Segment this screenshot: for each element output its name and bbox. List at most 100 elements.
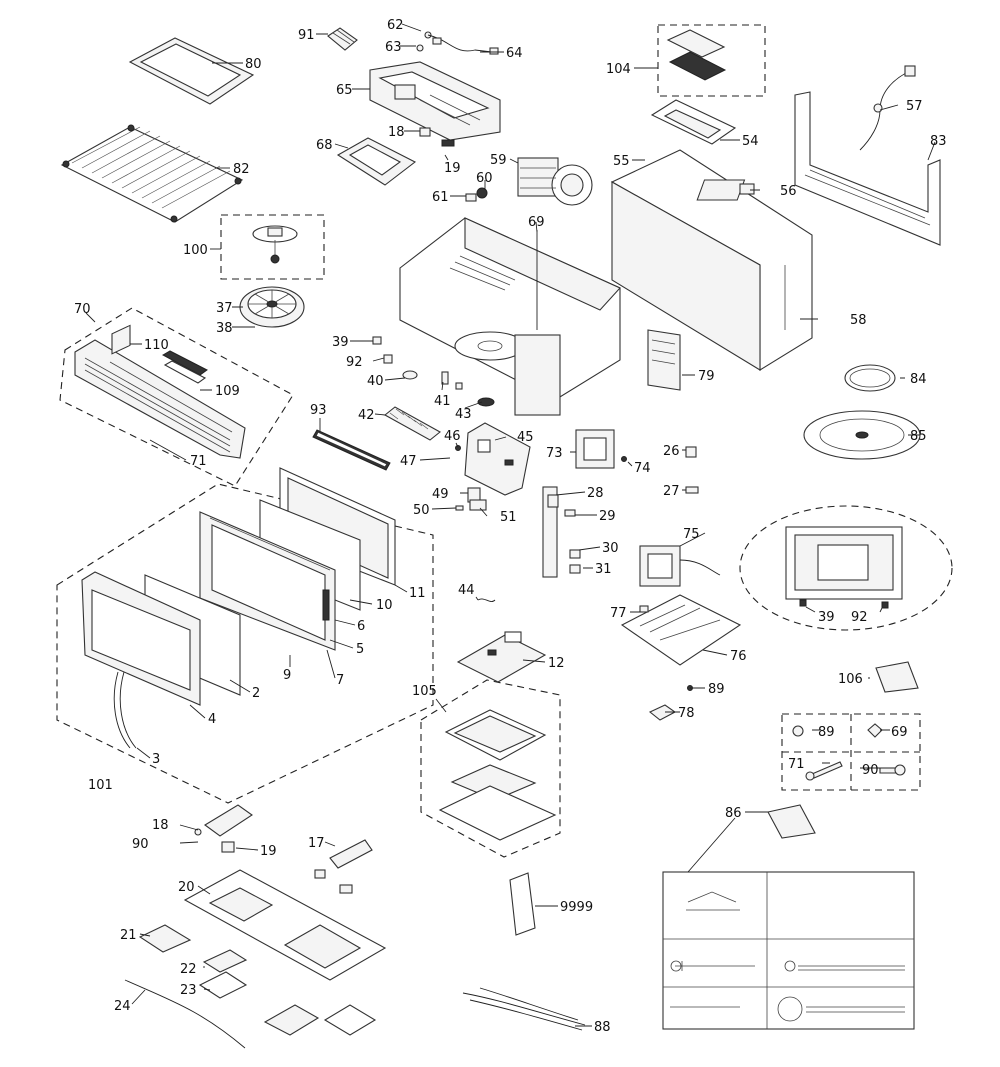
callout-38: 38 — [216, 321, 233, 336]
hardware-bag-part — [875, 661, 919, 693]
group-104-outline — [657, 24, 766, 97]
base-plate-part — [620, 594, 742, 721]
roller-ring-part — [844, 364, 896, 392]
callout-56: 56 — [780, 184, 797, 199]
callout-86: 86 — [725, 806, 742, 821]
wire-harness-part — [124, 979, 586, 1049]
template-bag-part — [767, 804, 816, 839]
callout-92: 92 — [346, 355, 363, 370]
callout-63: 63 — [385, 40, 402, 55]
callout-59: 59 — [490, 153, 507, 168]
callout-69: 69 — [528, 215, 545, 230]
callout-58: 58 — [850, 313, 867, 328]
callout-29: 29 — [599, 509, 616, 524]
callout-21: 21 — [120, 928, 137, 943]
bottom-plate-part — [183, 869, 387, 981]
callout-5: 5 — [356, 642, 364, 657]
callout-37: 37 — [216, 301, 233, 316]
control-board-part — [455, 422, 531, 496]
callout-79: 79 — [698, 369, 715, 384]
callout-85: 85 — [910, 429, 927, 444]
lamp-lens-part — [138, 924, 377, 1036]
callout-57: 57 — [906, 99, 923, 114]
callout-101: 101 — [88, 778, 113, 793]
fan-housing-part — [369, 61, 501, 141]
callout-51: 51 — [500, 510, 517, 525]
outer-case-part — [610, 149, 813, 371]
fuse-parts — [685, 446, 699, 494]
cavity-hardware-part — [372, 336, 495, 407]
hv-board-part — [647, 329, 681, 391]
callout-24: 24 — [114, 999, 131, 1014]
group-105-outline — [420, 679, 561, 858]
choke-panel-part — [312, 429, 391, 471]
control-panel-assembly-part — [438, 709, 557, 841]
power-board-part — [456, 631, 547, 683]
callout-91: 91 — [298, 28, 315, 43]
lamp-socket-part — [194, 804, 253, 853]
callout-82: 82 — [233, 162, 250, 177]
callout-10: 10 — [376, 598, 393, 613]
callout-19-lamp: 19 — [260, 844, 277, 859]
group-106-outline — [781, 713, 921, 791]
callout-77: 77 — [610, 606, 627, 621]
callout-17: 17 — [308, 836, 325, 851]
callout-80: 80 — [245, 57, 262, 72]
glass-tray-part — [803, 410, 921, 460]
callout-44: 44 — [458, 583, 475, 598]
callout-47: 47 — [400, 454, 417, 469]
manual-part — [509, 872, 536, 936]
callout-93: 93 — [310, 403, 327, 418]
callout-60: 60 — [476, 171, 493, 186]
callout-40: 40 — [367, 374, 384, 389]
fan-motor-part — [465, 157, 593, 206]
callout-84: 84 — [910, 372, 927, 387]
callout-83: 83 — [930, 134, 947, 149]
door-inner-part — [199, 511, 336, 651]
callout-76: 76 — [730, 649, 747, 664]
callout-104: 104 — [606, 62, 631, 77]
callout-70: 70 — [74, 302, 91, 317]
callout-28: 28 — [587, 486, 604, 501]
sensor-wire-part — [416, 31, 499, 55]
callout-69-kit: 69 — [891, 725, 908, 740]
callout-30: 30 — [602, 541, 619, 556]
callout-7: 7 — [336, 673, 344, 688]
callout-46: 46 — [444, 429, 461, 444]
oven-cavity-part — [399, 217, 621, 416]
light-vent-part — [384, 406, 441, 441]
callout-9: 9 — [283, 668, 291, 683]
callout-23: 23 — [180, 983, 197, 998]
callout-18: 18 — [388, 125, 405, 140]
latch-switch-part — [419, 127, 455, 147]
callout-39-detail: 39 — [818, 610, 835, 625]
callout-110: 110 — [144, 338, 169, 353]
mounting-detail-outline — [739, 505, 953, 631]
callout-54: 54 — [742, 134, 759, 149]
callout-6: 6 — [357, 619, 365, 634]
callout-62: 62 — [387, 18, 404, 33]
callout-41: 41 — [434, 394, 451, 409]
callout-27: 27 — [663, 484, 680, 499]
waveguide-cover-part — [336, 137, 417, 186]
callout-50: 50 — [413, 503, 430, 518]
exhaust-adapter-part — [650, 99, 737, 145]
door-latch-assembly-part — [542, 486, 581, 578]
mounting-plate-part — [794, 91, 941, 246]
cooktop-lamp-part — [314, 839, 373, 894]
mounting-detail-part — [785, 526, 903, 609]
callout-71-kit: 71 — [788, 757, 805, 772]
callout-64: 64 — [506, 46, 523, 61]
callout-90-kit: 90 — [862, 763, 879, 778]
callout-78: 78 — [678, 706, 695, 721]
callout-labels: 80 82 100 37 38 70 110 109 71 91 62 63 6… — [74, 18, 947, 1035]
callout-43: 43 — [455, 407, 472, 422]
group-100-outline — [220, 214, 325, 280]
callout-2: 2 — [252, 686, 260, 701]
callout-65: 65 — [336, 83, 353, 98]
charcoal-filter-part — [666, 29, 727, 81]
callout-75: 75 — [683, 527, 700, 542]
harness-clip-part — [477, 598, 496, 602]
callout-88: 88 — [594, 1020, 611, 1035]
callout-109: 109 — [215, 384, 240, 399]
